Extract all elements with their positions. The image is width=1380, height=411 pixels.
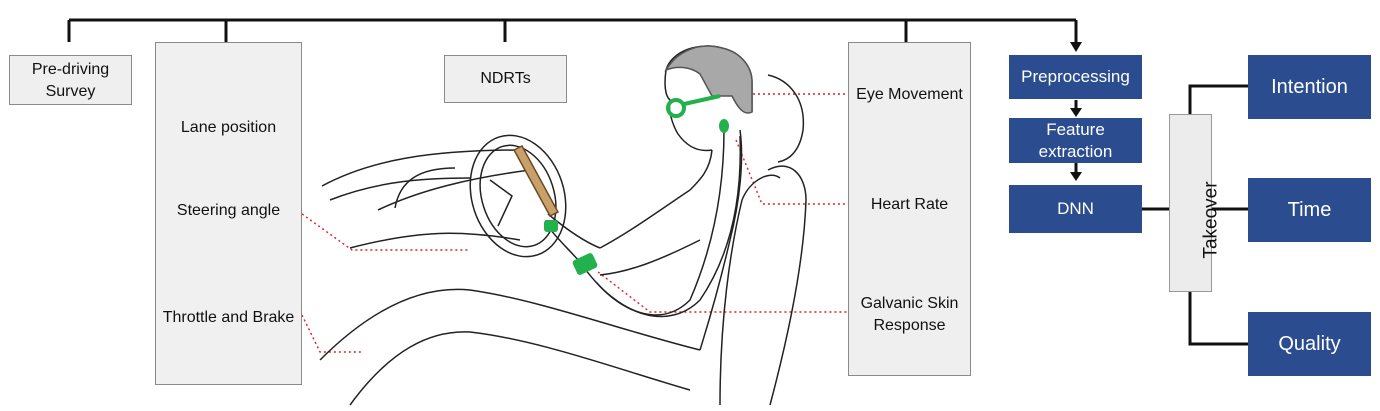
gsr-label: Galvanic Skin Response — [860, 295, 959, 334]
heart-rate-sensor-icon — [719, 119, 729, 133]
physiological-data-panel: Eye Movement Heart Rate Galvanic Skin Re… — [848, 42, 971, 376]
gsr-wristband-icon — [544, 220, 598, 275]
output-connectors — [1142, 84, 1248, 346]
pre-driving-survey-label: Pre-driving Survey — [31, 61, 110, 100]
pre-driving-survey-box: Pre-driving Survey — [9, 55, 132, 105]
lane-position-label: Lane position — [180, 119, 277, 136]
takeover-label: Takeover — [1201, 181, 1223, 259]
intention-box: Intention — [1248, 55, 1371, 119]
time-box: Time — [1248, 178, 1371, 242]
top-bus-connector — [67, 18, 1078, 46]
sensor-connectors — [301, 93, 848, 353]
takeover-box — [1169, 114, 1212, 292]
tablet-icon — [512, 145, 560, 217]
quality-box: Quality — [1248, 312, 1371, 376]
ndrts-label: NDRTs — [480, 70, 531, 87]
arrow-to-preprocessing — [1070, 42, 1082, 52]
throttle-brake-label: Throttle and Brake — [162, 309, 295, 326]
takeover-label-wrap: Takeover — [1192, 181, 1232, 258]
ndrts-box: NDRTs — [444, 55, 567, 103]
eye-tracker-icon — [666, 94, 721, 118]
preprocessing-box: Preprocessing — [1009, 55, 1142, 99]
heart-rate-label: Heart Rate — [870, 196, 949, 213]
eye-movement-label: Eye Movement — [856, 86, 963, 103]
driver-illustration — [319, 45, 807, 406]
dnn-box: DNN — [1009, 185, 1142, 233]
pipeline-arrows — [1070, 100, 1082, 181]
steering-angle-label: Steering angle — [176, 202, 281, 219]
feature-extraction-box: Feature extraction — [1009, 118, 1142, 163]
vehicle-data-panel: Lane position Steering angle Throttle an… — [155, 42, 302, 385]
